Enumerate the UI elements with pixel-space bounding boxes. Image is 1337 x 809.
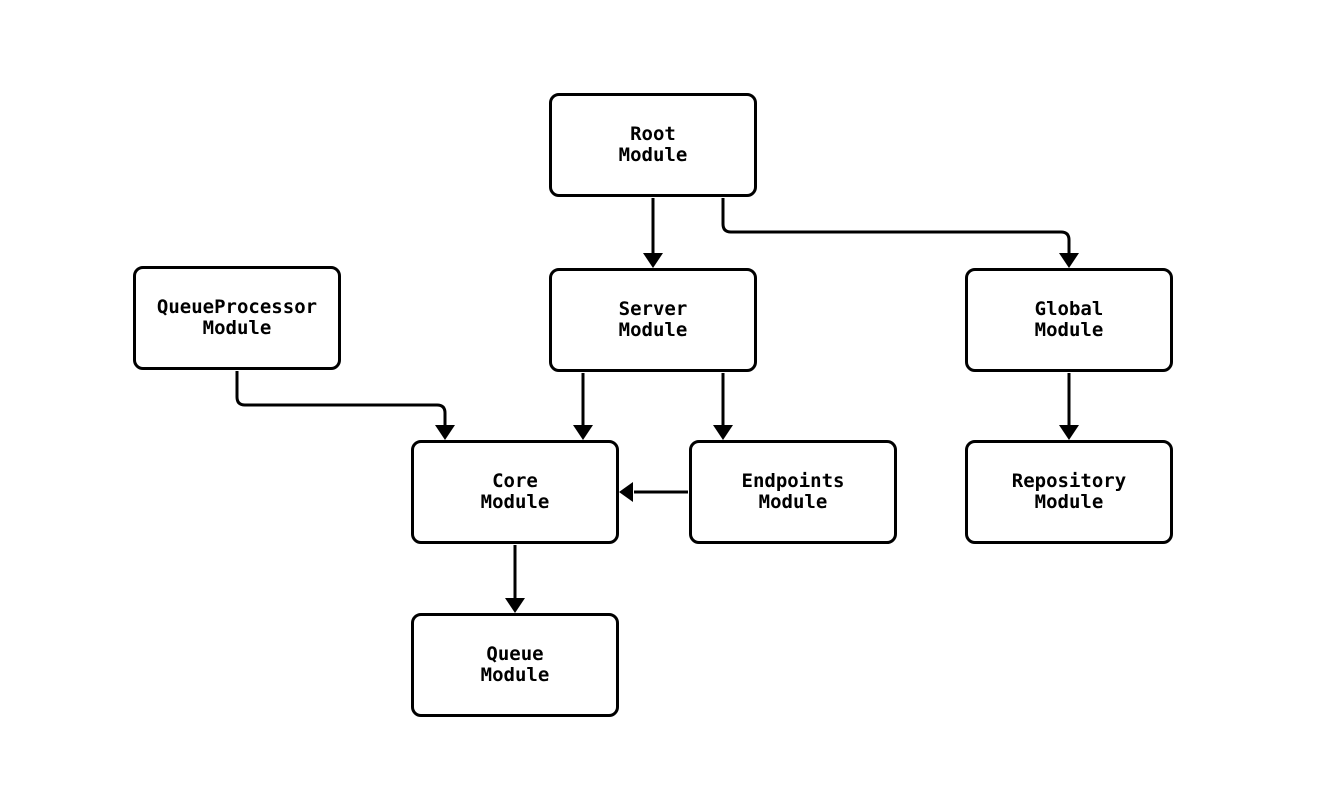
edge-root-to-server-arrow xyxy=(643,198,663,268)
node-endpoints-module: Endpoints Module xyxy=(689,440,897,544)
node-server-module: Server Module xyxy=(549,268,757,372)
edge-core-to-queue-arrow xyxy=(505,545,525,613)
node-label-line: Module xyxy=(1034,319,1104,341)
edge-queueprocessor-to-core-arrow xyxy=(235,371,455,440)
node-repository-module: Repository Module xyxy=(965,440,1173,544)
node-label-line: Module xyxy=(1034,491,1104,513)
edge-global-to-repository-arrow xyxy=(1059,373,1079,440)
node-label-line: QueueProcessor xyxy=(156,296,318,318)
node-global-module: Global Module xyxy=(965,268,1173,372)
node-label-line: Server xyxy=(618,298,688,320)
node-label-line: Module xyxy=(202,317,272,339)
node-label-line: Root xyxy=(630,123,676,145)
node-label-line: Module xyxy=(480,491,550,513)
node-label-line: Module xyxy=(618,144,688,166)
node-queue-module: Queue Module xyxy=(411,613,619,717)
node-label-line: Global xyxy=(1034,298,1104,320)
edge-root-to-global-arrow xyxy=(721,198,1079,268)
node-label-line: Repository xyxy=(1011,470,1127,492)
node-root-module: Root Module xyxy=(549,93,757,197)
node-label-line: Queue xyxy=(486,643,544,665)
node-label-line: Module xyxy=(758,491,828,513)
node-core-module: Core Module xyxy=(411,440,619,544)
edge-server-to-endpoints-arrow xyxy=(713,373,733,440)
node-label-line: Core xyxy=(492,470,538,492)
node-label-line: Module xyxy=(618,319,688,341)
node-queueprocessor-module: QueueProcessor Module xyxy=(133,266,341,370)
node-label-line: Endpoints xyxy=(741,470,845,492)
node-label-line: Module xyxy=(480,664,550,686)
edge-server-to-core-arrow xyxy=(573,373,593,440)
edge-endpoints-to-core-arrow xyxy=(619,482,688,502)
